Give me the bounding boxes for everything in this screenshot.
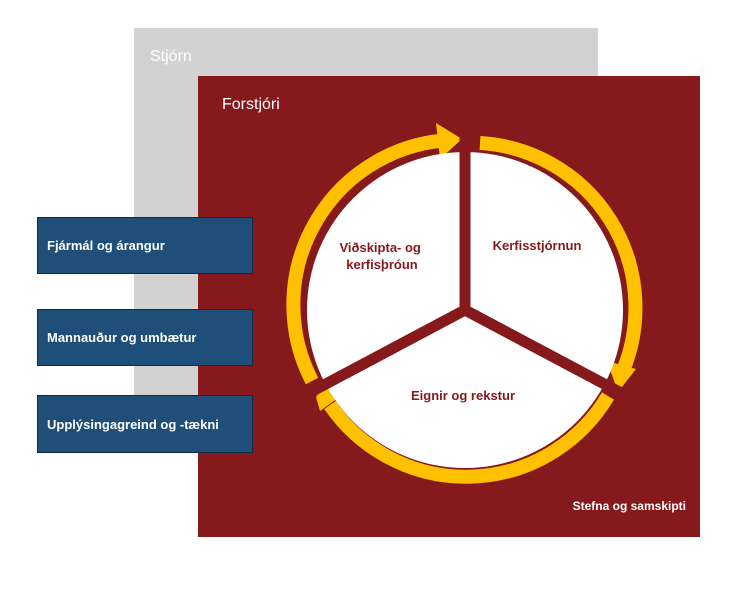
it-box-label: Upplýsingagreind og -tækni [47,416,219,432]
finance-box: Fjármál og árangur [37,217,253,274]
cycle-dividers [302,135,628,400]
ring-arc-right [479,136,643,376]
ring-arc-bottom [324,392,615,484]
director-label: Forstjóri [222,96,280,113]
hr-box: Mannauður og umbætur [37,309,253,366]
it-box: Upplýsingagreind og -tækni [37,395,253,453]
arrow-head-right [607,361,636,392]
segment-system-ops-label: Kerfisstjórnun [493,238,582,253]
cycle-ring [286,133,643,484]
divider-left [302,305,468,400]
hr-box-label: Mannauður og umbætur [47,330,197,345]
segment-business-dev-label: Viðskipta- og kerfisþróun [339,240,424,272]
strategy-label: Stefna og samskipti [572,499,686,513]
ring-arc-left [286,133,452,385]
divider-right [462,305,628,400]
segment-assets-label: Eignir og rekstur [411,388,515,403]
board-label: Stjórn [150,48,192,65]
arrow-head-top [436,123,462,159]
finance-box-label: Fjármál og árangur [47,238,165,253]
